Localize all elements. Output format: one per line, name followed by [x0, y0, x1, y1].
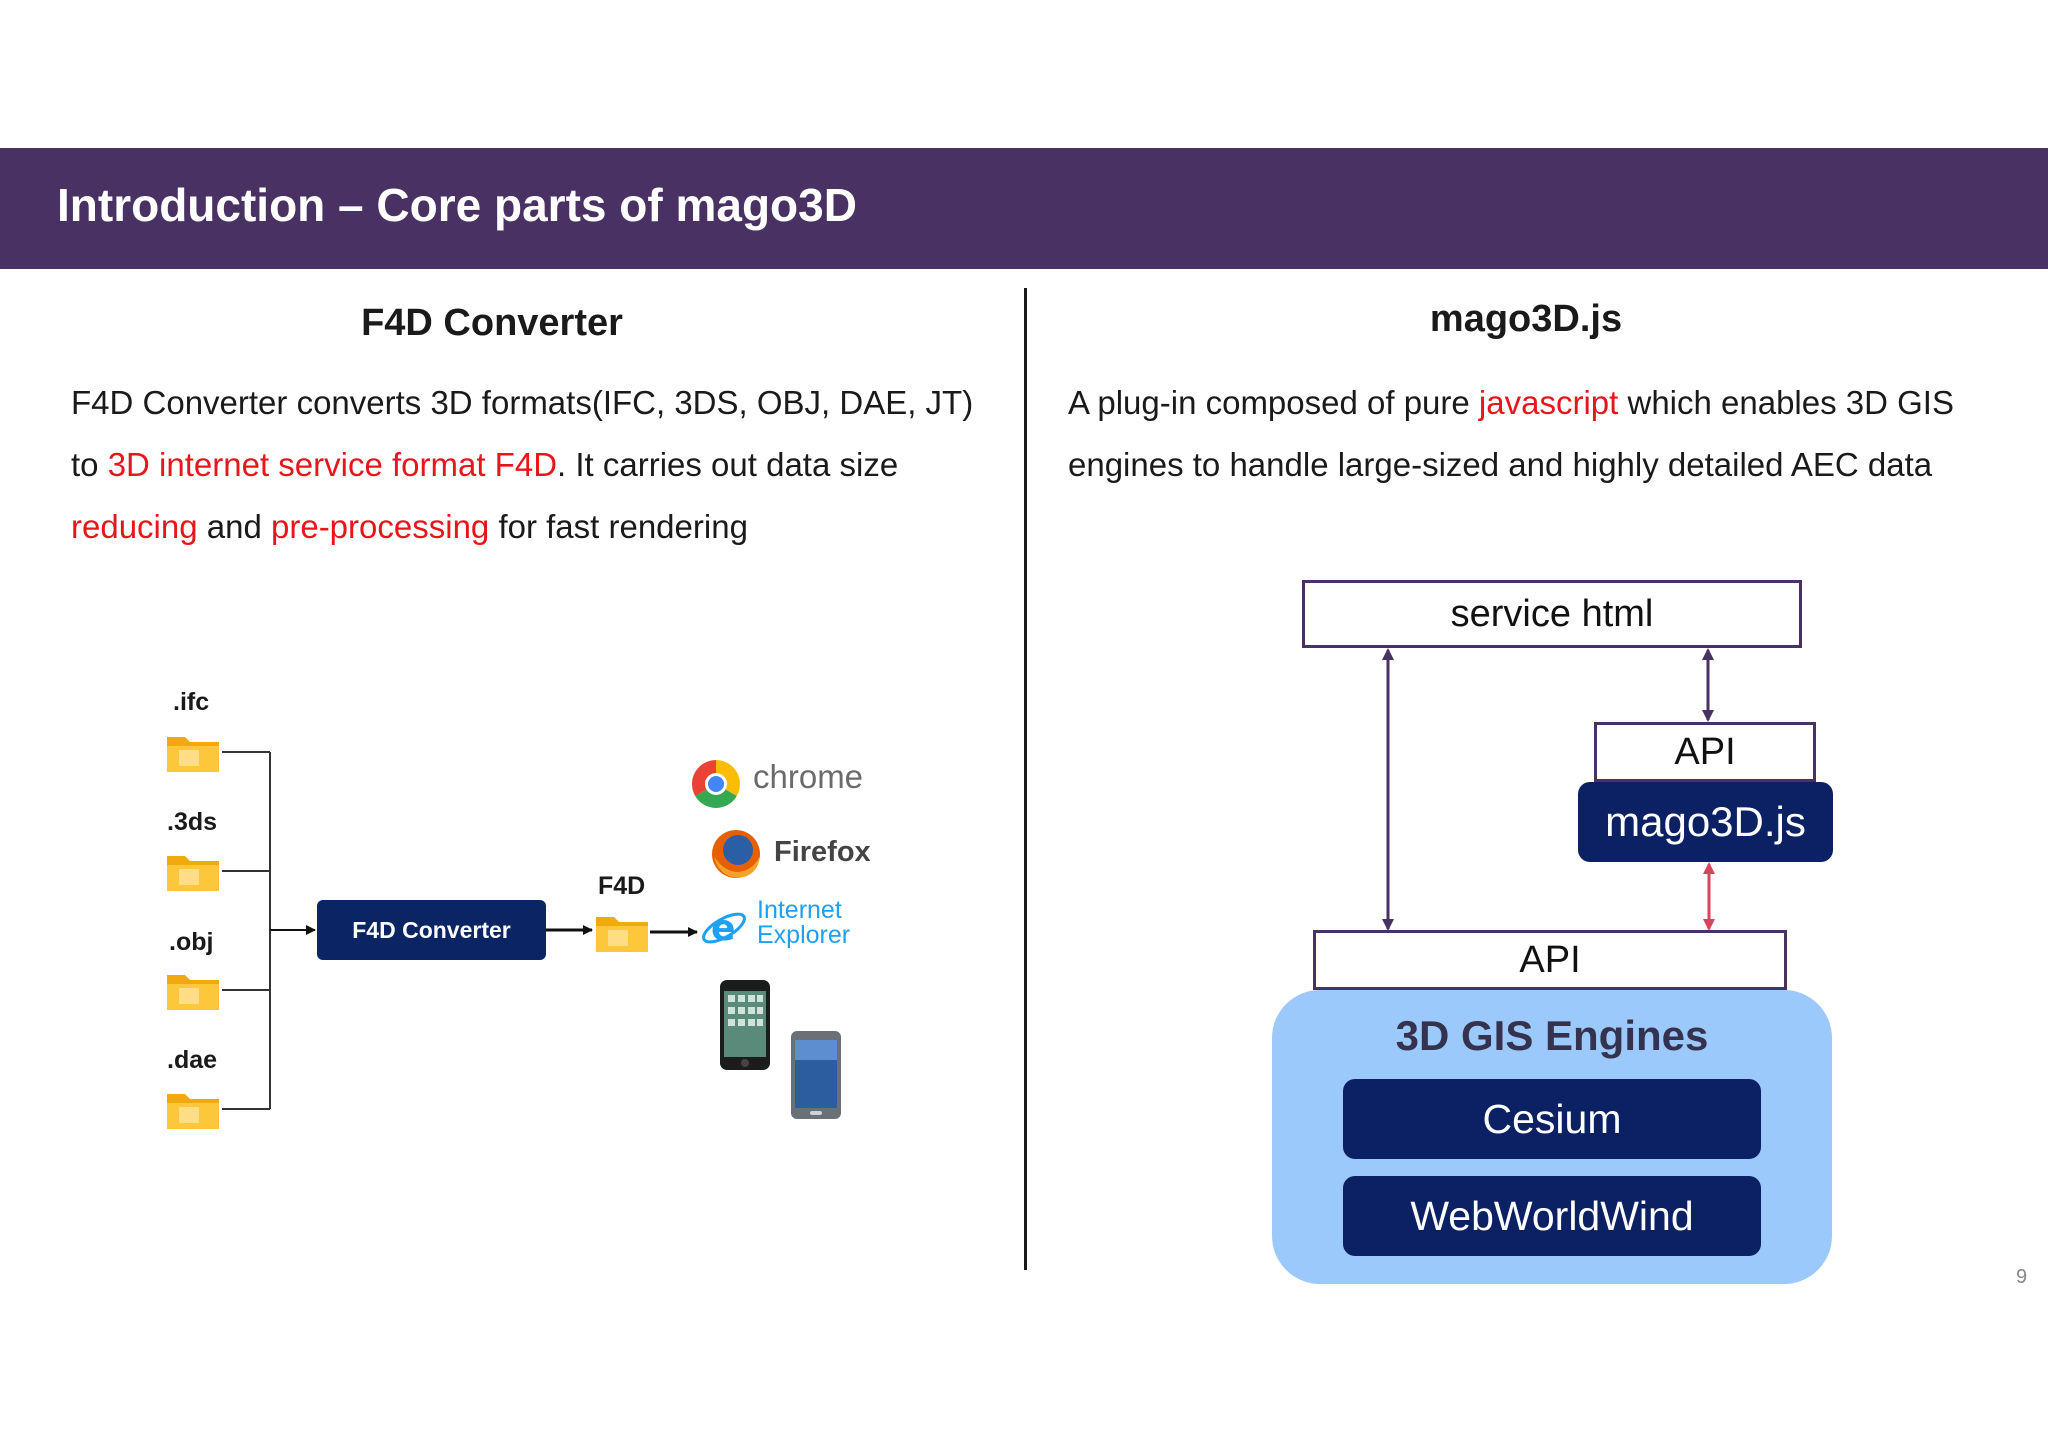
left-paragraph-line-1: F4D Converter converts 3D formats(IFC, 3…	[71, 384, 974, 421]
smartphone-icon	[720, 980, 770, 1070]
left-paragraph: F4D Converter converts 3D formats(IFC, 3…	[71, 372, 1021, 558]
input-label-obj: .obj	[169, 928, 214, 956]
highlight-javascript: javascript	[1478, 384, 1619, 421]
title-bar: Introduction – Core parts of mago3D	[0, 148, 2048, 269]
cesium-box: Cesium	[1343, 1079, 1761, 1159]
highlight-pre-processing: pre-processing	[271, 508, 490, 545]
text-span: for fast rendering	[489, 508, 748, 545]
page-number: 9	[2016, 1266, 2028, 1288]
right-paragraph: A plug-in composed of pure javascript wh…	[1068, 372, 2038, 496]
folder-icon	[167, 975, 219, 1010]
left-paragraph-line-2: to 3D internet service format F4D. It ca…	[71, 434, 1021, 496]
gis-engines-title: 3D GIS Engines	[1395, 1012, 1709, 1059]
f4d-converter-box: F4D Converter	[317, 900, 546, 960]
input-bracket	[222, 751, 271, 1110]
firefox-icon	[712, 830, 760, 878]
input-label-ifc: .ifc	[173, 688, 210, 716]
left-heading: F4D Converter	[361, 302, 623, 344]
output-label-f4d: F4D	[598, 872, 646, 900]
webworldwind-box: WebWorldWind	[1343, 1176, 1761, 1256]
text-span: . It carries out data size	[557, 446, 899, 483]
text-span: and	[197, 508, 271, 545]
mago3d-js-box: mago3D.js	[1578, 782, 1833, 862]
ie-label-line-1: Internet	[757, 896, 842, 924]
svg-text:e: e	[711, 908, 735, 949]
folder-icon	[167, 856, 219, 891]
right-paragraph-line-2: engines to handle large-sized and highly…	[1068, 446, 1933, 483]
page-title: Introduction – Core parts of mago3D	[57, 179, 857, 231]
right-heading: mago3D.js	[1429, 298, 1623, 340]
input-label-3ds: .3ds	[167, 808, 218, 836]
input-label-dae: .dae	[167, 1046, 218, 1074]
chrome-label: chrome	[753, 758, 864, 795]
ie-label-line-2: Explorer	[757, 921, 851, 949]
folder-icon	[167, 737, 219, 772]
api-bottom-box: API	[1313, 930, 1787, 990]
right-paragraph-line-1: A plug-in composed of pure javascript wh…	[1068, 372, 2038, 434]
internet-explorer-icon: e	[702, 908, 746, 949]
text-span: which enables 3D GIS	[1618, 384, 1954, 421]
left-paragraph-line-3: reducing and pre-processing for fast ren…	[71, 496, 1021, 558]
column-divider	[1024, 288, 1027, 1270]
service-html-box: service html	[1302, 580, 1802, 648]
folder-icon	[167, 1094, 219, 1129]
text-span: to	[71, 446, 108, 483]
text-span: A plug-in composed of pure	[1068, 384, 1479, 421]
api-top-box: API	[1594, 722, 1816, 782]
chrome-icon	[691, 760, 741, 809]
highlight-f4d-format: 3D internet service format F4D	[107, 446, 558, 483]
smartphone-icon	[791, 1031, 841, 1119]
f4d-folder-icon	[596, 917, 648, 952]
firefox-label: Firefox	[774, 836, 871, 868]
highlight-reducing: reducing	[71, 508, 198, 545]
